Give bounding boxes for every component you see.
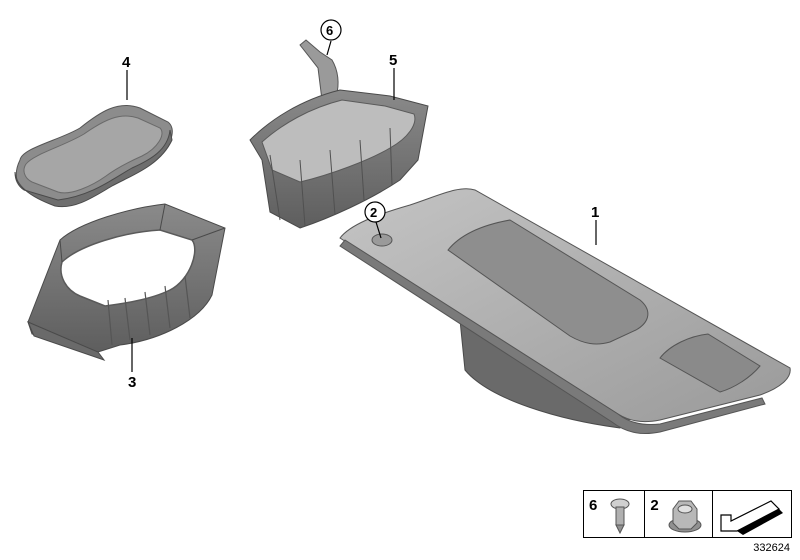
- expanding-rivet-icon: [610, 498, 630, 535]
- drawing-number: 332624: [753, 542, 790, 554]
- legend-cell-6: 6: [584, 491, 646, 537]
- callouts: 1 3 4 5 2 6: [122, 19, 599, 391]
- callout-4: 4: [122, 54, 131, 71]
- part-4-small-tray: [14, 104, 173, 208]
- callout-2-circle: [364, 201, 386, 223]
- callout-3: 3: [128, 374, 136, 391]
- callout-6: 6: [326, 23, 333, 38]
- callout-6-circle: [320, 19, 342, 41]
- callout-1: 1: [591, 204, 599, 221]
- hex-nut-icon: [668, 500, 702, 533]
- leader-lines: [126, 40, 597, 372]
- legend-cell-2: 2: [645, 491, 713, 537]
- legend-cell-material: [713, 491, 791, 537]
- callout-2: 2: [370, 205, 377, 220]
- part-5-storage-box: [249, 39, 429, 229]
- part-3-frame-insert: [27, 203, 226, 361]
- legend-number-2: 2: [650, 497, 659, 514]
- legend-number-6: 6: [589, 497, 598, 514]
- part-1-large-tray: [339, 188, 791, 435]
- fastener-legend: 6 2: [583, 490, 792, 538]
- material-arrow-icon: [720, 500, 783, 535]
- callout-5: 5: [389, 52, 397, 69]
